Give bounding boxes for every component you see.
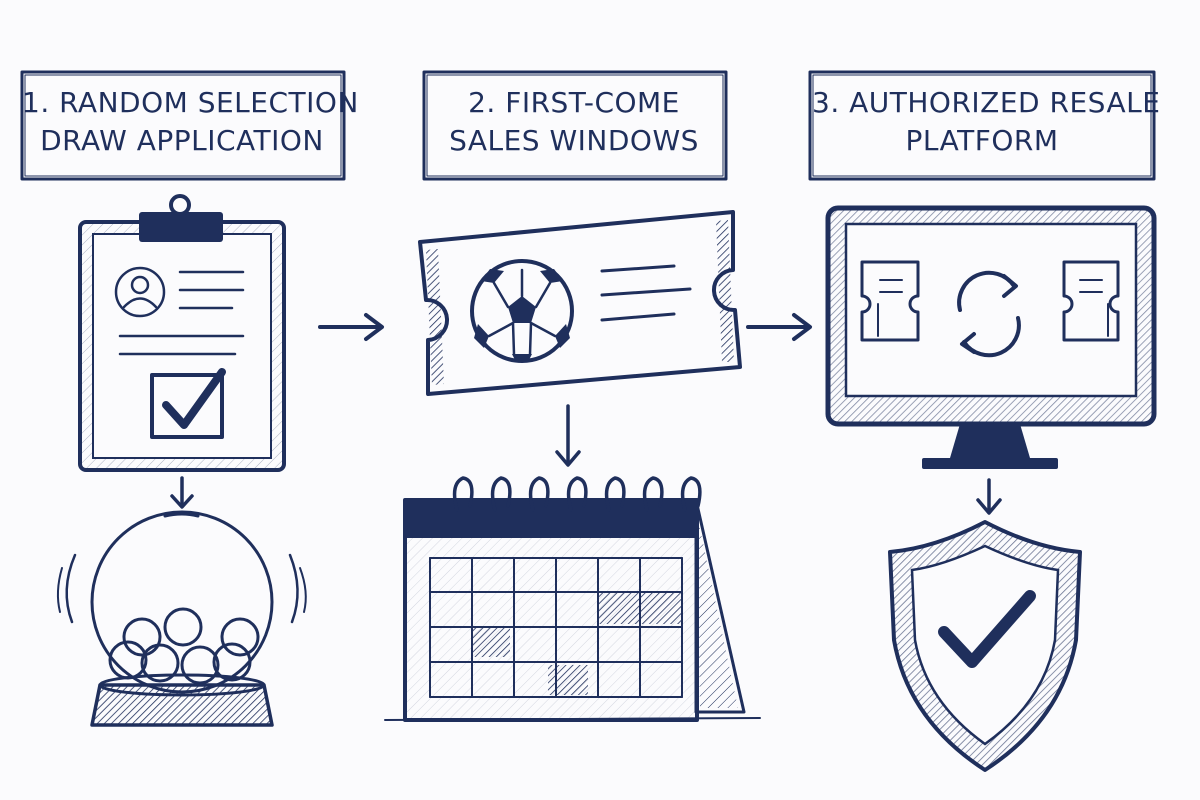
soccer-ball-icon <box>470 259 574 363</box>
step1-label-line1: 1. RANDOM SELECTION <box>22 86 359 119</box>
step1-label-line2: DRAW APPLICATION <box>40 124 324 157</box>
arrow-down-icon <box>976 478 1002 515</box>
step2-header-box <box>422 70 728 181</box>
soccer-ticket-icon <box>418 210 742 396</box>
arrow-right-icon <box>746 313 812 341</box>
step2-label-line1: 2. FIRST-COME <box>468 86 680 119</box>
step1-label: 1. RANDOM SELECTION DRAW APPLICATION <box>22 84 359 160</box>
ticket-icon <box>1062 260 1120 342</box>
arrow-down-icon <box>555 404 581 467</box>
step1-header-box <box>20 70 346 181</box>
step2-label: 2. FIRST-COME SALES WINDOWS <box>424 84 724 160</box>
lottery-drum-icon <box>56 510 307 727</box>
arrow-down-icon <box>170 476 194 509</box>
calendar-grid <box>429 557 683 698</box>
step2-label-line2: SALES WINDOWS <box>449 124 699 157</box>
resale-monitor-icon <box>825 205 1157 469</box>
exchange-arrows-icon <box>957 270 1021 358</box>
arrow-right-icon <box>318 313 384 341</box>
ticket-icon <box>860 260 920 342</box>
step3-label-line1: 3. AUTHORIZED RESALE <box>812 86 1161 119</box>
clipboard-icon <box>78 194 286 472</box>
checkbox-checked-icon <box>150 368 226 439</box>
step3-header-box <box>808 70 1156 181</box>
step3-label: 3. AUTHORIZED RESALE PLATFORM <box>812 84 1161 160</box>
calendar-rings <box>452 476 702 512</box>
profile-avatar-icon <box>114 266 166 318</box>
step3-label-line2: PLATFORM <box>905 124 1059 157</box>
shield-check-icon <box>888 520 1082 772</box>
calendar-icon <box>384 476 761 722</box>
